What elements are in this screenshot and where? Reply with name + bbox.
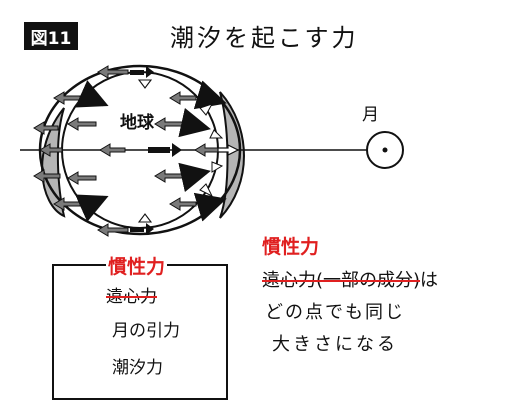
- lower-arrows: [33, 161, 227, 237]
- legend-item-moon-gravity: 月の引力: [112, 321, 180, 341]
- center-line-arrows: [39, 143, 240, 157]
- legend-item-centrifugal: 遠心力: [106, 287, 157, 307]
- legend-box: [52, 264, 228, 400]
- upper-arrows: [33, 65, 227, 139]
- note-line-2: どの点でも同じ: [265, 302, 405, 323]
- moon-label: 月: [362, 105, 379, 125]
- tidal-bulge: [41, 91, 245, 219]
- moon-center-dot: [382, 147, 388, 153]
- note-correction-label: 慣性力: [262, 236, 320, 258]
- figure-title: 潮汐を起こす力: [170, 24, 359, 52]
- note-line-1-suffix: は: [420, 270, 439, 291]
- note-struck-text: 遠心力(一部の成分): [262, 270, 421, 291]
- legend-item-tidal-force: 潮汐力: [112, 358, 163, 378]
- earth-label: 地球: [120, 113, 154, 133]
- figure-badge: 図11: [24, 22, 78, 50]
- note-line-1: 遠心力(一部の成分)は: [262, 266, 438, 292]
- note-line-3: 大きさになる: [272, 334, 398, 355]
- legend-correction-label: 慣性力: [106, 252, 168, 279]
